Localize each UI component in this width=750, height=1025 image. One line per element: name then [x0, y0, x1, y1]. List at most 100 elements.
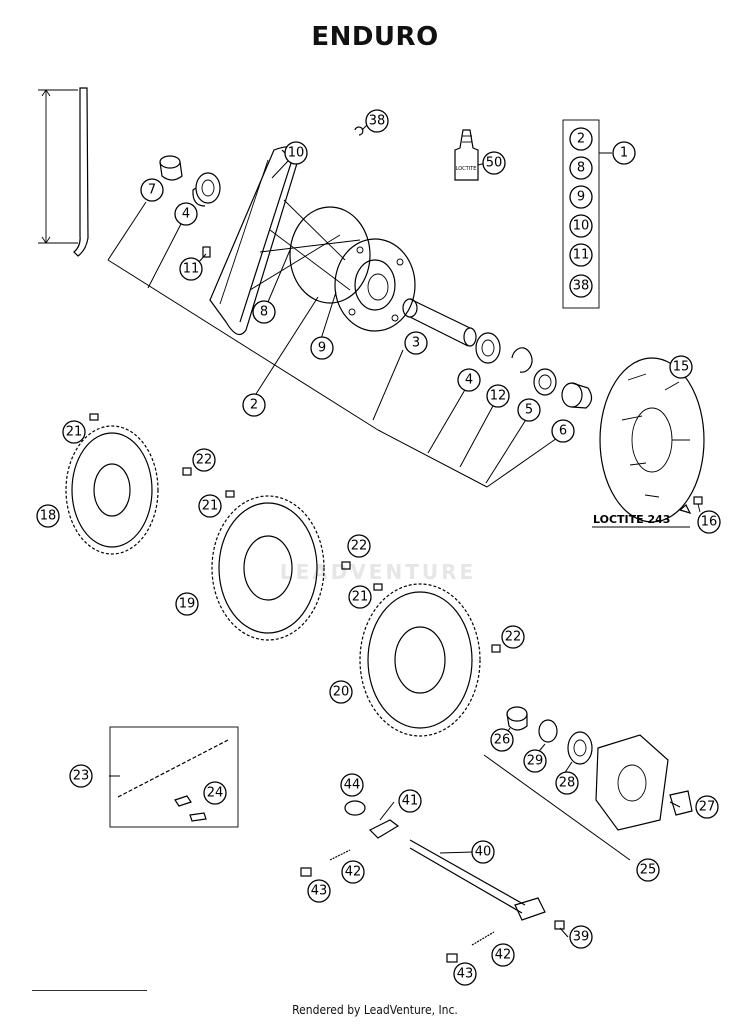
callout-15-label: 15 — [673, 360, 690, 375]
callout-42-label: 42 — [345, 865, 362, 880]
callout-9-label: 9 — [318, 341, 326, 356]
callout-3-label: 3 — [412, 336, 420, 351]
kit-item-label: 2 — [577, 132, 585, 147]
callout-9: 9 — [310, 336, 334, 360]
callout-42: 42 — [341, 860, 365, 884]
callout-38-label: 38 — [369, 114, 386, 129]
callout-40-label: 40 — [475, 845, 492, 860]
kit-item-8: 8 — [569, 156, 593, 180]
sprocket-20-part — [359, 583, 481, 737]
kit-item-10: 10 — [569, 214, 593, 238]
footer-credit: Rendered by LeadVenture, Inc. — [292, 1003, 458, 1017]
callout-41: 41 — [398, 789, 422, 813]
callout-4: 4 — [457, 368, 481, 392]
callout-11: 11 — [179, 257, 203, 281]
callout-22-label: 22 — [505, 630, 522, 645]
sprocket-hardware — [89, 413, 501, 653]
callout-38: 38 — [365, 109, 389, 133]
callout-26: 26 — [490, 728, 514, 752]
spacer-bushing-part — [159, 155, 183, 181]
callout-29-label: 29 — [527, 754, 544, 769]
callout-27: 27 — [695, 795, 719, 819]
callout-10-label: 10 — [288, 146, 305, 161]
callout-22: 22 — [192, 448, 216, 472]
callout-41-label: 41 — [402, 794, 419, 809]
watermark: LEADVENTURE — [279, 560, 477, 584]
callout-3: 3 — [404, 331, 428, 355]
callout-24: 24 — [203, 781, 227, 805]
kit-item-label: 11 — [573, 248, 590, 263]
callout-23: 23 — [69, 764, 93, 788]
callout-6: 6 — [551, 419, 575, 443]
callout-2-label: 2 — [250, 398, 258, 413]
callout-4-label: 4 — [182, 207, 190, 222]
callout-43: 43 — [453, 962, 477, 986]
disc-bolt-part — [678, 496, 703, 514]
spacer-tube-part — [402, 298, 477, 347]
callout-29: 29 — [523, 749, 547, 773]
cush-drive-assembly — [506, 706, 693, 831]
callout-8: 8 — [252, 300, 276, 324]
callout-8-label: 8 — [260, 305, 268, 320]
callout-21-label: 21 — [202, 499, 219, 514]
callout-28: 28 — [555, 771, 579, 795]
callout-50-label: 50 — [486, 156, 503, 171]
callout-22-label: 22 — [351, 539, 368, 554]
callout-20: 20 — [329, 680, 353, 704]
callout-11-label: 11 — [183, 262, 200, 277]
callout-4-label: 4 — [465, 373, 473, 388]
callout-2: 2 — [242, 393, 266, 417]
callout-22: 22 — [501, 625, 525, 649]
spoke-drawing — [38, 87, 89, 257]
callout-19: 19 — [175, 592, 199, 616]
callout-21: 21 — [62, 420, 86, 444]
brake-disc-part — [599, 357, 705, 523]
callout-28-label: 28 — [559, 776, 576, 791]
callout-42-label: 42 — [495, 948, 512, 963]
circlip-part — [511, 347, 533, 373]
callout-44: 44 — [340, 773, 364, 797]
leader-lines — [107, 124, 681, 938]
kit-item-2: 2 — [569, 127, 593, 151]
diagram-title: ENDURO — [311, 22, 439, 52]
callout-15: 15 — [669, 355, 693, 379]
seal-ring-part — [533, 368, 557, 396]
callout-6-label: 6 — [559, 424, 567, 439]
kit-item-label: 8 — [577, 161, 585, 176]
callout-25-label: 25 — [640, 863, 657, 878]
callout-50: 50 — [482, 151, 506, 175]
callout-7-label: 7 — [148, 183, 156, 198]
callout-40: 40 — [471, 840, 495, 864]
callout-21: 21 — [348, 585, 372, 609]
callout-5-label: 5 — [525, 403, 533, 418]
kit-box — [562, 119, 612, 309]
callout-18-label: 18 — [40, 509, 57, 524]
callout-27-label: 27 — [699, 800, 716, 815]
kit-item-9: 9 — [569, 185, 593, 209]
kit-item-label: 9 — [577, 190, 585, 205]
chain-box — [109, 726, 239, 828]
callout-26-label: 26 — [494, 733, 511, 748]
callout-12-label: 12 — [490, 389, 507, 404]
callout-39-label: 39 — [573, 930, 590, 945]
callout-12: 12 — [486, 384, 510, 408]
loctite-tube-part: LOCTITE — [454, 129, 479, 181]
callout-43: 43 — [307, 879, 331, 903]
callout-16-label: 16 — [701, 515, 718, 530]
callout-42: 42 — [491, 943, 515, 967]
callout-22: 22 — [347, 534, 371, 558]
kit-item-label: 10 — [573, 219, 590, 234]
callout-5: 5 — [517, 398, 541, 422]
callout-21-label: 21 — [66, 425, 83, 440]
bushing-part — [561, 382, 593, 409]
callout-1: 1 — [612, 141, 636, 165]
circlip-part — [354, 126, 364, 136]
callout-44-label: 44 — [344, 778, 361, 793]
nipple-part — [202, 246, 211, 258]
callout-16: 16 — [697, 510, 721, 534]
callout-4: 4 — [174, 202, 198, 226]
callout-39: 39 — [569, 925, 593, 949]
kit-item-label: 38 — [573, 279, 590, 294]
callout-25: 25 — [636, 858, 660, 882]
